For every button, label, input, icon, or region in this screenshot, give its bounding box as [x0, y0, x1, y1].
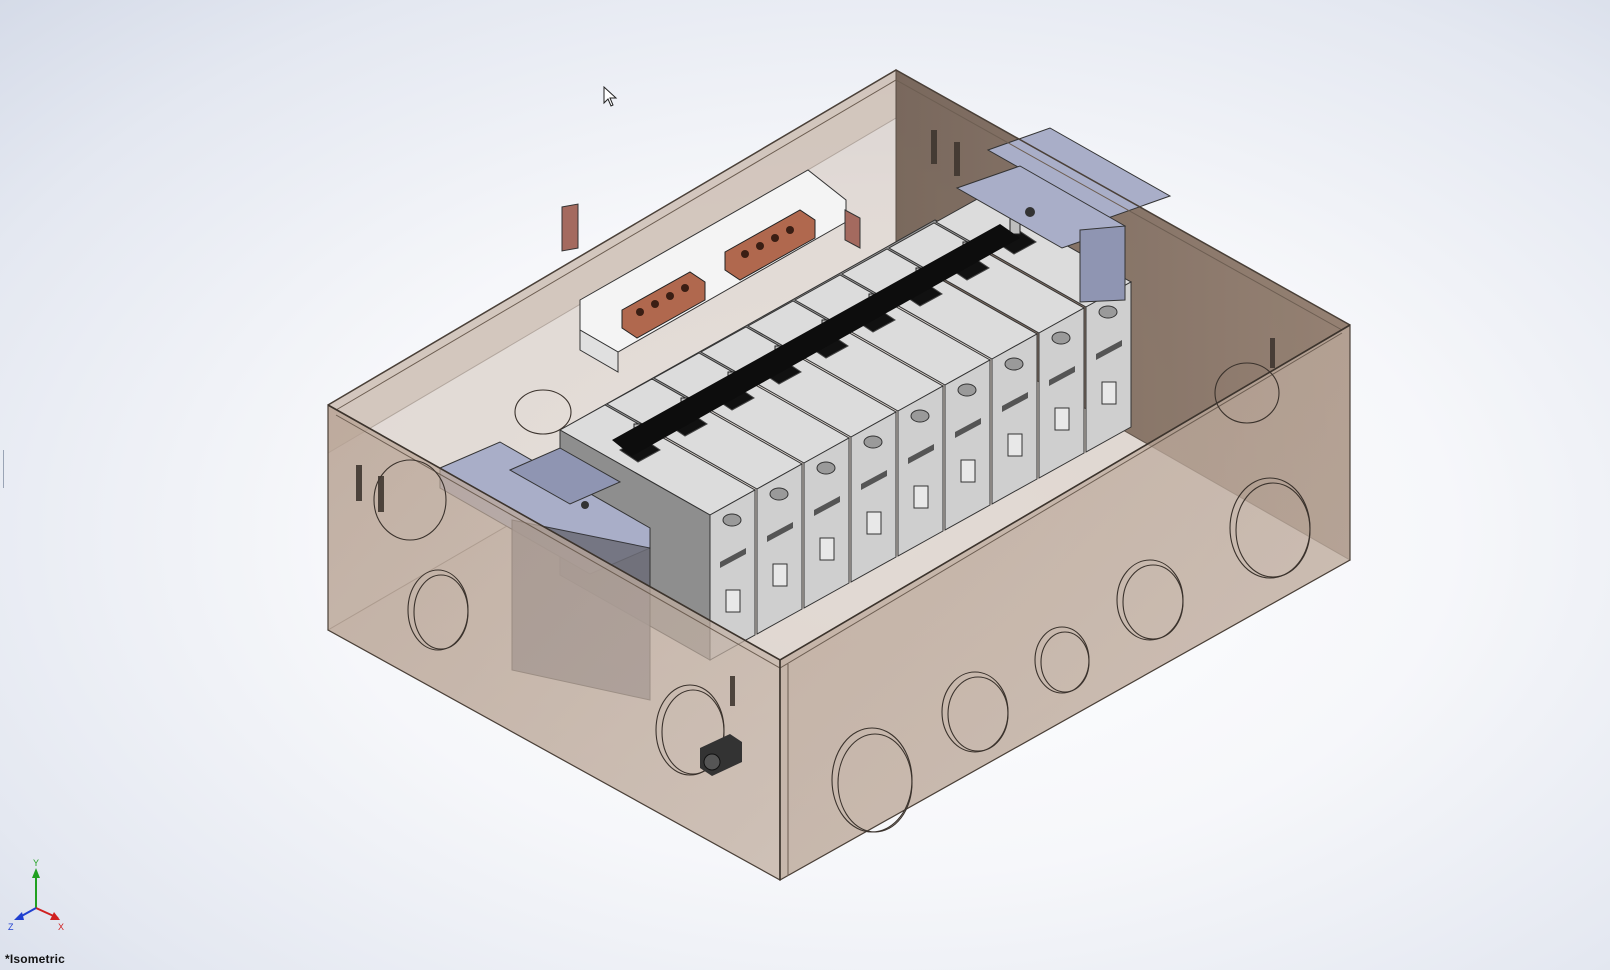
mounting-slots	[356, 130, 1275, 706]
ground-lug[interactable]	[700, 734, 742, 776]
z-axis-arrow-icon	[14, 912, 24, 920]
panel-edge-handle[interactable]	[0, 450, 4, 488]
circuit-breaker[interactable]	[793, 274, 992, 531]
z-axis-label: Z	[8, 922, 14, 932]
mouse-pointer-icon	[603, 86, 618, 107]
circuit-breaker[interactable]	[840, 248, 1039, 505]
x-axis-label: X	[58, 922, 64, 932]
view-orientation-label: *Isometric	[5, 952, 66, 966]
circuit-breaker[interactable]	[746, 300, 945, 557]
y-axis-label: Y	[33, 858, 39, 868]
x-axis-arrow-icon	[50, 912, 60, 920]
enclosure-front-wall[interactable]	[327, 69, 1351, 882]
reference-triad[interactable]: Y X Z	[6, 856, 66, 936]
y-axis-arrow-icon	[32, 868, 40, 878]
circuit-breaker[interactable]	[652, 352, 851, 609]
handle-tie-bar	[612, 224, 1020, 456]
terminal-block[interactable]	[561, 169, 861, 373]
knockout-holes	[373, 362, 1311, 833]
